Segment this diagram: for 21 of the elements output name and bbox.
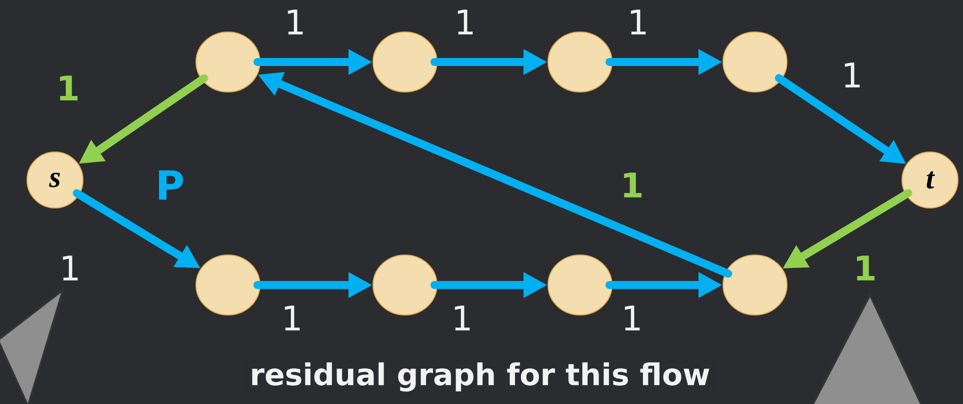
edge-label: 1: [624, 306, 640, 330]
edge-label: 1: [844, 62, 860, 88]
vertex-circle: [196, 32, 260, 92]
edge-label: 1: [857, 256, 874, 280]
vertex-circle: [548, 32, 612, 92]
caption: residual graph for this flow: [248, 360, 712, 394]
vertex-circle: [196, 254, 260, 316]
edge-label: 1: [458, 10, 473, 34]
vertex-circle: [372, 32, 438, 92]
edge-label: 1: [60, 76, 78, 100]
path-label: P: [159, 170, 183, 200]
edge-label: 1: [624, 172, 642, 198]
edge-label: 1: [62, 256, 78, 280]
edge-label: 1: [454, 306, 470, 330]
vertex-circle: [548, 254, 612, 316]
vertex-circle: [372, 254, 438, 316]
vertex-circle: [722, 32, 788, 92]
vertex-circle: [722, 254, 788, 316]
edge-label: 1: [630, 10, 646, 34]
edge-label: 1: [288, 10, 303, 34]
edge-label: 1: [284, 306, 300, 330]
